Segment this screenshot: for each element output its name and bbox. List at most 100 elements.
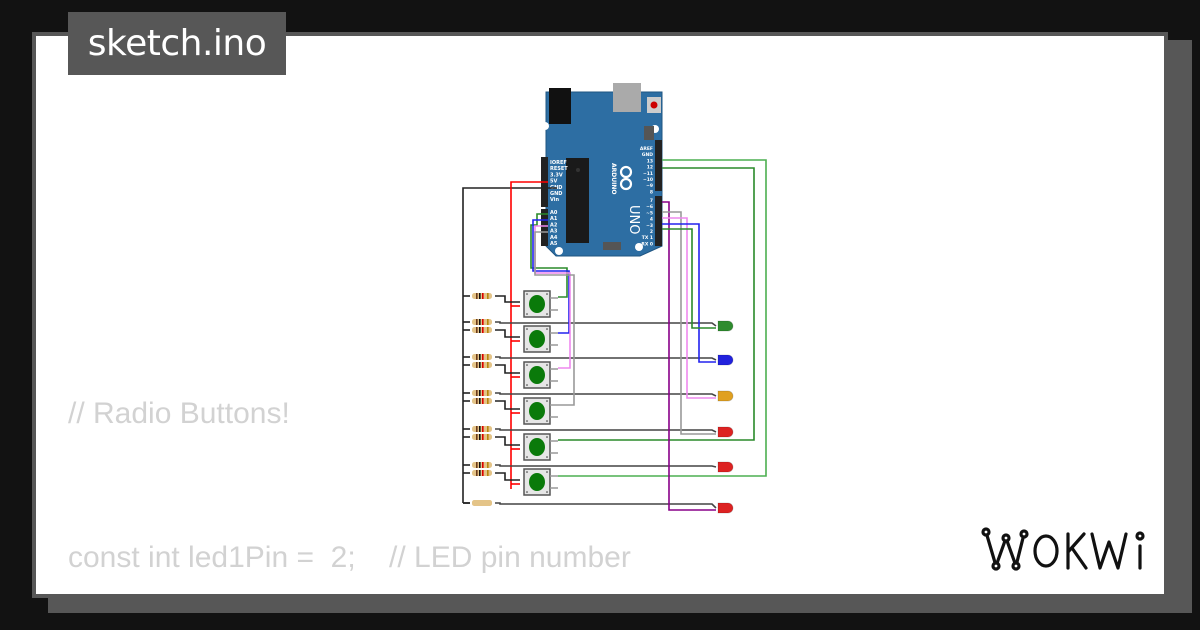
digital-header-top — [655, 140, 662, 191]
button-ground-wire — [495, 364, 520, 374]
button-corner — [546, 384, 548, 386]
resistor-band — [487, 293, 489, 299]
mounting-hole — [555, 247, 563, 255]
button-corner — [526, 400, 528, 402]
analog-pin-label: A1 — [550, 216, 558, 222]
resistor-band — [482, 293, 484, 299]
led-cathode-wire — [495, 428, 717, 433]
button-corner — [526, 420, 528, 422]
code-line: // Radio Buttons! — [68, 397, 290, 430]
resistor-band — [487, 354, 489, 360]
resistor-band — [487, 434, 489, 440]
button-ground-wire — [495, 329, 520, 338]
resistor-band — [476, 293, 478, 299]
button-cap — [529, 473, 545, 491]
code-preview: // Radio Buttons! const int led1Pin = 2;… — [68, 294, 631, 594]
button-corner — [526, 293, 528, 295]
button3-signal-wire — [534, 225, 571, 369]
button-ground-wire — [495, 436, 520, 446]
digital-pin-label: 7 — [650, 198, 653, 204]
button-corner — [546, 313, 548, 315]
button5-signal-wire — [558, 167, 755, 441]
button-ground-wire — [495, 472, 520, 481]
resistor-band — [476, 319, 478, 325]
button-corner — [526, 436, 528, 438]
resistor-band — [479, 398, 481, 404]
led6-wire — [662, 201, 716, 511]
sketch-title-tab[interactable]: sketch.ino — [68, 12, 286, 75]
code-line: const int led1Pin = 2; // LED pin number — [68, 541, 631, 574]
digital-pin-label: TX 1 — [642, 235, 653, 241]
digital-pin-label: ~6 — [646, 204, 653, 210]
uno-label: UNO — [626, 205, 641, 234]
digital-header-bottom — [655, 196, 662, 246]
resistor-band — [479, 354, 481, 360]
button6-signal-wire — [558, 159, 767, 477]
resistor-band — [487, 462, 489, 468]
resistor-band — [482, 462, 484, 468]
wokwi-logo-icon — [981, 527, 1145, 571]
mounting-hole — [635, 243, 643, 251]
led-red — [717, 502, 734, 514]
button-corner — [526, 456, 528, 458]
resistor-band — [487, 327, 489, 333]
resistor-band — [479, 390, 481, 396]
led-body — [717, 320, 734, 332]
led-cathode-wire — [495, 392, 717, 397]
push-button — [523, 397, 558, 425]
analog-pin-label: A3 — [550, 229, 558, 235]
button4-signal-wire — [534, 231, 575, 406]
wokwi-logo — [980, 524, 1155, 584]
button-corner — [526, 491, 528, 493]
led-body — [717, 354, 734, 366]
button-corner — [526, 364, 528, 366]
led1-wire — [662, 228, 716, 329]
led-body — [717, 502, 734, 514]
analog-pin-label: A5 — [550, 241, 558, 247]
resistor-band — [476, 354, 478, 360]
led-red — [717, 461, 734, 473]
resistor-band — [476, 426, 478, 432]
digital-pin-label: ~11 — [643, 171, 653, 177]
button-corner — [526, 384, 528, 386]
analog-pin-label: A4 — [550, 235, 558, 241]
power-pin-label: 5V — [550, 179, 557, 185]
button-corner — [546, 456, 548, 458]
resistor-band — [479, 434, 481, 440]
resistor-band — [482, 470, 484, 476]
chip-dot — [576, 168, 580, 172]
button-cap — [529, 438, 545, 456]
button-corner — [546, 471, 548, 473]
digital-pin-label: ~3 — [646, 223, 653, 229]
button-corner — [546, 328, 548, 330]
push-button — [523, 325, 558, 353]
resistor-band — [476, 398, 478, 404]
resistor-band — [482, 390, 484, 396]
resistor-band — [487, 398, 489, 404]
analog-pin-label: A2 — [550, 222, 558, 228]
resistor — [472, 500, 492, 506]
digital-pin-label: 12 — [647, 165, 653, 171]
digital-pin-label: ~5 — [646, 210, 653, 216]
ground-wire — [462, 187, 557, 503]
button-corner — [546, 436, 548, 438]
digital-pin-label: ~10 — [643, 177, 653, 183]
digital-pin-label: AREF — [640, 146, 653, 152]
resistor-band — [479, 293, 481, 299]
resistor-band — [476, 462, 478, 468]
push-button — [523, 290, 558, 318]
resistor-band — [476, 434, 478, 440]
resistor-band — [482, 319, 484, 325]
circuit-diagram: IOREFRESET3.3V5VGNDGNDVinA0A1A2A3A4A5ARE… — [462, 83, 767, 514]
resistor-band — [487, 426, 489, 432]
resistor-band — [476, 470, 478, 476]
resistor-band — [482, 327, 484, 333]
led-blue — [717, 354, 734, 366]
power-jack — [549, 88, 571, 124]
led-body — [717, 426, 734, 438]
push-button — [523, 361, 558, 389]
button-corner — [546, 491, 548, 493]
resistor-band — [476, 390, 478, 396]
arduino-board: IOREFRESET3.3V5VGNDGNDVinA0A1A2A3A4A5ARE… — [541, 83, 663, 257]
button-corner — [526, 471, 528, 473]
